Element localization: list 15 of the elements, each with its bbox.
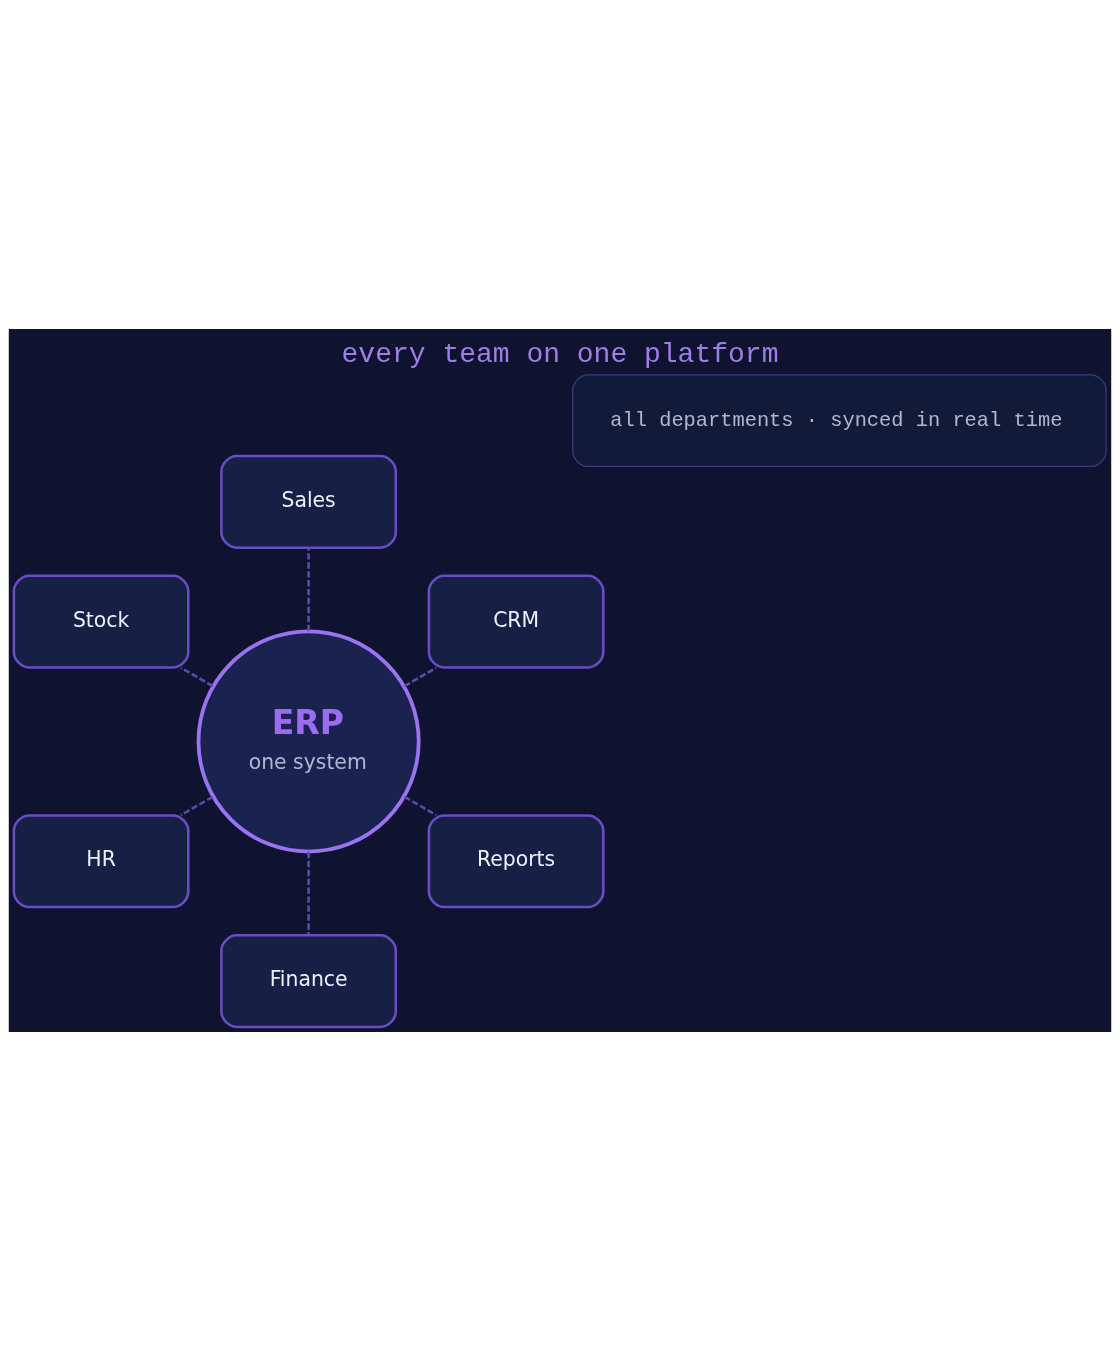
node-box: Sales <box>220 454 398 549</box>
connector <box>307 851 310 935</box>
node-box: Stock <box>12 574 190 669</box>
connector <box>180 795 214 816</box>
connector <box>403 666 437 687</box>
node-box: CRM <box>427 574 605 669</box>
node-box: all departments · synced in real time <box>572 373 1107 467</box>
connector <box>307 547 310 631</box>
diagram-title: every team on one platform <box>341 338 779 370</box>
node-box: HR <box>12 813 190 908</box>
node-box: Finance <box>220 933 398 1028</box>
connector <box>180 666 214 687</box>
node-box: Reports <box>427 813 605 908</box>
connector <box>403 795 437 816</box>
node-circle: ERP one system <box>196 628 421 853</box>
